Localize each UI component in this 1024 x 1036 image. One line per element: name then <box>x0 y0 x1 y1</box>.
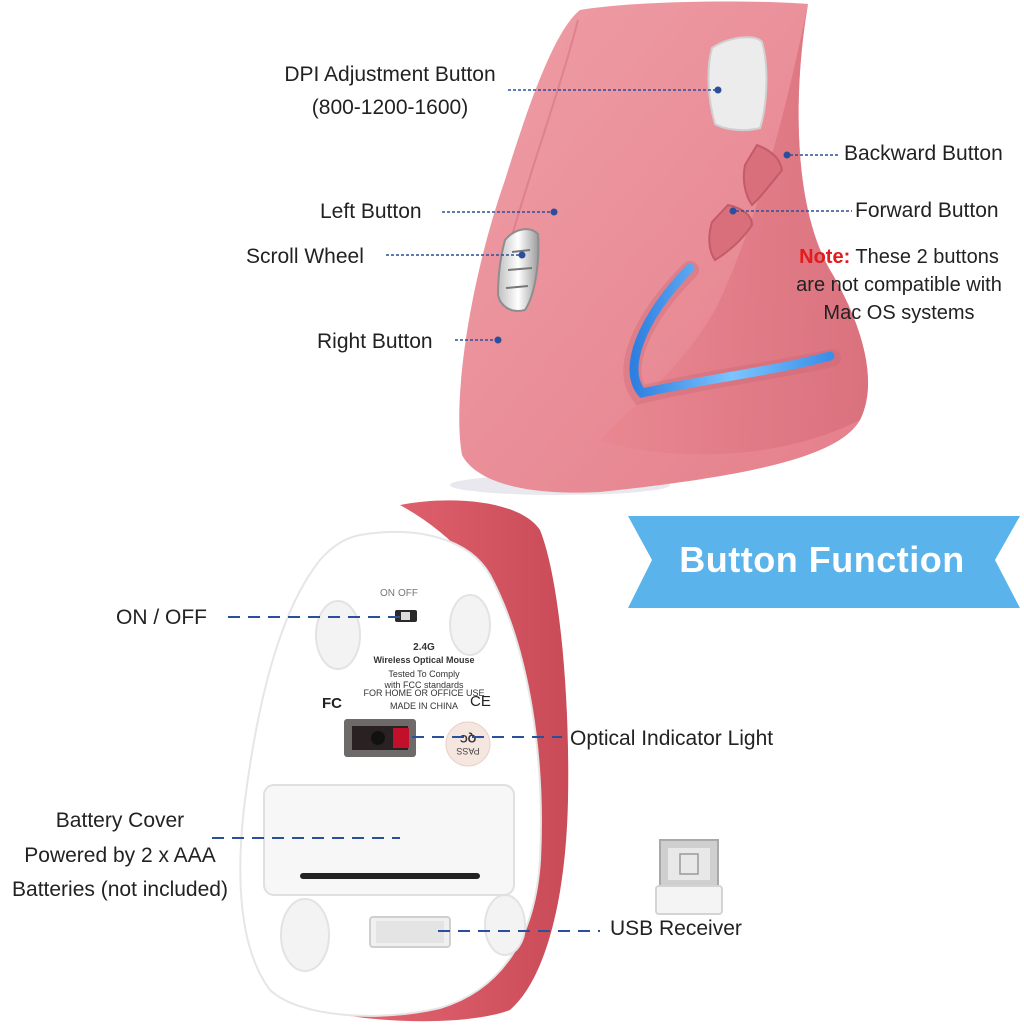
dpi-button <box>707 36 768 132</box>
battery-cover-slot <box>300 873 480 879</box>
switch-on-label: ON <box>380 588 395 599</box>
left-button-label: Left Button <box>320 200 422 223</box>
forward-button <box>708 203 754 262</box>
led-light-strip <box>629 263 835 398</box>
usb-receiver-dongle <box>655 839 723 915</box>
mouse-foot-pad <box>315 600 361 670</box>
svg-text:QC: QC <box>460 732 477 744</box>
battery-note-label: Batteries (not included) <box>12 878 228 901</box>
optical-indicator-label: Optical Indicator Light <box>570 727 774 750</box>
mouse-foot-pad <box>449 594 491 656</box>
label-line3: FOR HOME OR OFFICE USE <box>363 688 484 698</box>
label-line2: with FCC standards <box>383 680 464 690</box>
battery-cover <box>263 784 515 896</box>
label-model: Wireless Optical Mouse <box>374 655 475 665</box>
optical-led <box>393 728 409 748</box>
banner-ribbon <box>628 516 1020 608</box>
note-text-2: are not compatible with <box>796 274 1002 296</box>
backward-button <box>742 143 784 207</box>
dpi-range-label: (800-1200-1600) <box>311 96 469 119</box>
banner-title: Button Function <box>679 539 965 580</box>
qc-pass-sticker <box>445 721 491 767</box>
scroll-wheel-label: Scroll Wheel <box>246 245 364 268</box>
note-label: Note: <box>799 246 851 268</box>
vertical-mouse-bottom-view: ON OFF 2.4G Wireless Optical Mouse Teste… <box>239 500 569 1022</box>
note-text-1: These 2 buttons <box>850 246 999 268</box>
label-line4: MADE IN CHINA <box>390 701 458 711</box>
ce-mark: CE <box>470 693 491 710</box>
switch-off-label: OFF <box>398 588 418 599</box>
mouse-foot-pad <box>280 898 330 972</box>
mouse-side-panel <box>600 4 869 455</box>
on-off-label: ON / OFF <box>116 606 207 629</box>
right-button-label: Right Button <box>317 330 433 353</box>
label-line1: Tested To Comply <box>388 669 460 679</box>
dpi-button-label: DPI Adjustment Button <box>284 63 496 86</box>
label-band: 2.4G <box>413 642 435 653</box>
top-callout-lines <box>386 89 852 341</box>
bottom-callout-lines <box>212 616 600 932</box>
fcc-logo: FC <box>322 695 342 712</box>
button-seam <box>504 19 579 261</box>
forward-button-label: Forward Button <box>855 199 999 222</box>
battery-cover-label: Battery Cover <box>55 809 185 832</box>
note-text-3: Mac OS systems <box>823 302 975 324</box>
mouse-foot-pad <box>484 894 526 956</box>
vertical-mouse-side-view <box>450 1 869 495</box>
usb-receiver-label: USB Receiver <box>610 917 742 940</box>
mac-compatibility-note: Note: These 2 buttons are not compatible… <box>770 243 1024 327</box>
top-callout-dots <box>494 86 791 344</box>
backward-button-label: Backward Button <box>844 142 1003 165</box>
battery-power-label: Powered by 2 x AAA <box>24 844 216 867</box>
svg-text:PASS: PASS <box>456 746 479 756</box>
